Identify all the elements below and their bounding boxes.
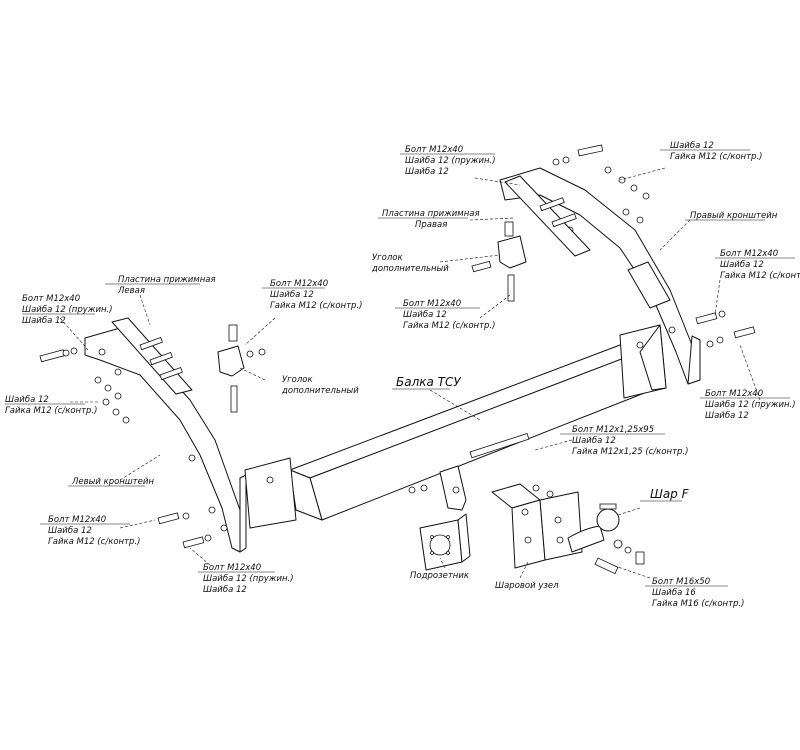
towbar-beam <box>244 324 667 529</box>
right-side-bolts <box>695 310 756 348</box>
svg-text:Болт М16х50: Болт М16х50 <box>652 577 710 587</box>
label-left-washer-nut: Шайба 12 Гайка М12 (с/контр.) <box>5 395 97 416</box>
right-top-bolts <box>552 144 650 224</box>
svg-text:Шайба 12: Шайба 12 <box>203 585 247 595</box>
label-beam: Балка ТСУ <box>392 375 461 390</box>
label-left-bracket: Левый кронштейн <box>68 477 154 487</box>
label-right-bracket: Правый кронштейн <box>685 211 778 221</box>
svg-text:Шайба 12 (пружин.): Шайба 12 (пружин.) <box>203 574 294 584</box>
svg-text:Шайба 12: Шайба 12 <box>270 290 314 300</box>
svg-text:Болт М12х40: Болт М12х40 <box>203 563 261 573</box>
svg-text:Левая: Левая <box>117 286 145 296</box>
svg-text:дополнительный: дополнительный <box>281 386 359 396</box>
right-angle <box>471 221 527 302</box>
label-right-lower-bolt: Болт М12х40 Шайба 12 (пружин.) Шайба 12 <box>700 389 796 421</box>
svg-text:Шайба 12: Шайба 12 <box>405 167 449 177</box>
svg-text:Пластина прижимная: Пластина прижимная <box>118 275 216 285</box>
svg-text:Болт М12х40: Болт М12х40 <box>405 145 463 155</box>
label-ball-unit: Шаровой узел <box>495 581 559 591</box>
tow-ball <box>567 503 620 553</box>
label-left-lower-bolt: Болт М12х40 Шайба 12 Гайка М12 (с/контр.… <box>40 515 140 547</box>
label-left-plate: Пластина прижимная Левая <box>105 275 216 296</box>
svg-text:Болт М12х40: Болт М12х40 <box>22 294 80 304</box>
svg-text:Болт М12х40: Болт М12х40 <box>720 249 778 259</box>
svg-text:Гайка М12 (с/контр.): Гайка М12 (с/контр.) <box>403 321 495 331</box>
svg-text:Болт М12х40: Болт М12х40 <box>48 515 106 525</box>
svg-text:Уголок: Уголок <box>282 375 313 385</box>
svg-text:Гайка М12 (с/контр.): Гайка М12 (с/контр.) <box>670 152 762 162</box>
svg-text:Гайка М12 (с/контр.): Гайка М12 (с/контр.) <box>5 406 97 416</box>
svg-text:Шайба 12: Шайба 12 <box>705 411 749 421</box>
right-angle-bracket <box>627 261 671 309</box>
label-right-side-bolt: Болт М12х40 Шайба 12 Гайка М12 (с/контр.… <box>715 249 800 281</box>
ball-bolts <box>594 539 645 575</box>
svg-text:дополнительный: дополнительный <box>371 264 449 274</box>
svg-text:Правая: Правая <box>415 220 447 230</box>
center-mount-plate <box>408 432 530 511</box>
label-left-angle-bolt: Болт М12х40 Шайба 12 Гайка М12 (с/контр.… <box>262 279 362 311</box>
svg-text:Шайба 12 (пружин.): Шайба 12 (пружин.) <box>22 305 113 315</box>
left-lower-bolts <box>157 512 212 549</box>
left-angle <box>217 324 266 413</box>
svg-text:Гайка М12 (с/контр.): Гайка М12 (с/контр.) <box>270 301 362 311</box>
label-left-angle: Уголок дополнительный <box>281 375 359 396</box>
left-clamp-plate <box>111 317 193 395</box>
label-right-angle: Уголок дополнительный <box>371 253 449 274</box>
svg-text:Гайка М12х1,25 (с/контр.): Гайка М12х1,25 (с/контр.) <box>572 447 688 457</box>
svg-text:Гайка М16 (с/контр.): Гайка М16 (с/контр.) <box>652 599 744 609</box>
ball-unit <box>491 483 583 569</box>
svg-text:Шайба 12: Шайба 12 <box>48 526 92 536</box>
label-right-plate: Пластина прижимная Правая <box>378 209 480 230</box>
label-right-angle-bolt: Болт М12х40 Шайба 12 Гайка М12 (с/контр.… <box>395 299 495 331</box>
label-ball: Шар F <box>640 487 690 502</box>
label-ball-bolt: Болт М16х50 Шайба 16 Гайка М16 (с/контр.… <box>645 577 744 609</box>
svg-text:Болт М12х40: Болт М12х40 <box>403 299 461 309</box>
svg-text:Балка ТСУ: Балка ТСУ <box>396 375 461 389</box>
svg-text:Уголок: Уголок <box>372 253 403 263</box>
svg-text:Шар F: Шар F <box>650 487 690 501</box>
label-left-bolt-group: Болт М12х40 Шайба 12 (пружин.) Шайба 12 <box>22 294 113 326</box>
svg-text:Шаровой узел: Шаровой узел <box>495 581 559 591</box>
svg-text:Шайба 16: Шайба 16 <box>652 588 696 598</box>
svg-text:Болт М12х40: Болт М12х40 <box>705 389 763 399</box>
svg-text:Шайба 12: Шайба 12 <box>670 141 714 151</box>
label-center-bolt: Болт М12х1,25х95 Шайба 12 Гайка М12х1,25… <box>560 425 688 457</box>
label-right-washer-nut: Шайба 12 Гайка М12 (с/контр.) <box>660 141 762 162</box>
svg-text:Шайба 12: Шайба 12 <box>22 316 66 326</box>
label-socket-holder: Подрозетник <box>410 571 470 581</box>
svg-text:Шайба 12: Шайба 12 <box>720 260 764 270</box>
svg-text:Правый кронштейн: Правый кронштейн <box>690 211 778 221</box>
right-clamp-plate <box>504 175 591 257</box>
svg-text:Подрозетник: Подрозетник <box>410 571 470 581</box>
svg-text:Гайка М12 (с/контр.): Гайка М12 (с/контр.) <box>48 537 140 547</box>
svg-text:Болт М12х40: Болт М12х40 <box>270 279 328 289</box>
label-right-top-bolt: Болт М12х40 Шайба 12 (пружин.) Шайба 12 <box>400 145 496 177</box>
svg-text:Пластина прижимная: Пластина прижимная <box>382 209 480 219</box>
svg-text:Шайба 12 (пружин.): Шайба 12 (пружин.) <box>405 156 496 166</box>
svg-text:Левый кронштейн: Левый кронштейн <box>71 477 154 487</box>
leader-lines <box>59 167 761 579</box>
svg-text:Болт М12х1,25х95: Болт М12х1,25х95 <box>572 425 654 435</box>
left-bolt-row <box>39 347 130 424</box>
svg-text:Шайба 12: Шайба 12 <box>403 310 447 320</box>
svg-text:Гайка М12 (с/контр.): Гайка М12 (с/контр.) <box>720 271 800 281</box>
socket-holder <box>419 513 471 571</box>
svg-text:Шайба 12: Шайба 12 <box>5 395 49 405</box>
label-left-bottom-bolt: Болт М12х40 Шайба 12 (пружин.) Шайба 12 <box>198 563 294 595</box>
svg-text:Шайба 12 (пружин.): Шайба 12 (пружин.) <box>705 400 796 410</box>
svg-text:Шайба 12: Шайба 12 <box>572 436 616 446</box>
